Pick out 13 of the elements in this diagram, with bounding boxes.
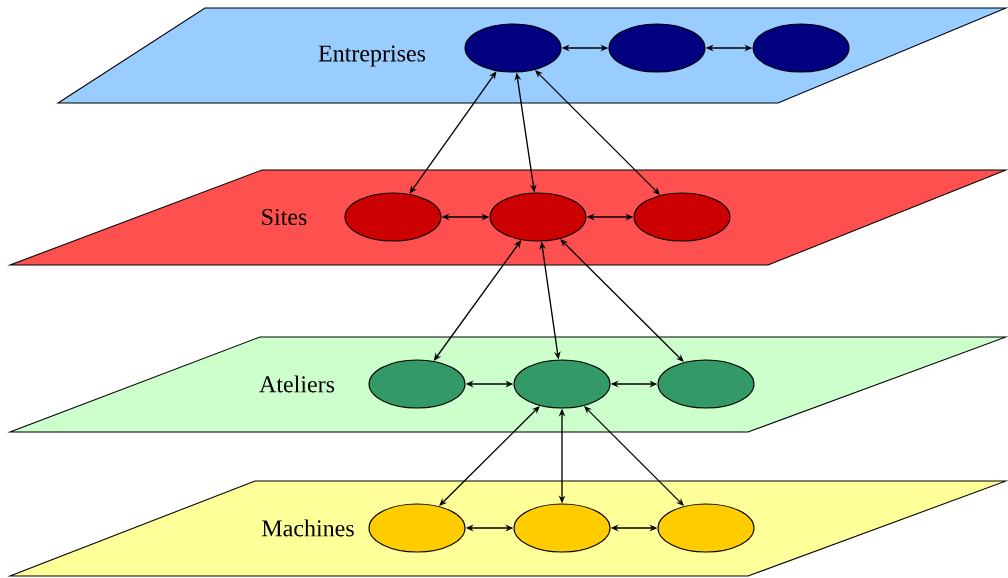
ellipse bbox=[464, 23, 562, 73]
ellipse bbox=[513, 503, 611, 553]
ellipse bbox=[368, 359, 466, 409]
ellipse bbox=[513, 359, 611, 409]
ellipse bbox=[344, 192, 442, 242]
ellipse bbox=[657, 359, 755, 409]
arrow bbox=[409, 71, 497, 194]
ellipse bbox=[489, 192, 587, 242]
ellipse bbox=[633, 192, 731, 242]
ellipse bbox=[368, 503, 466, 553]
ellipse bbox=[657, 503, 755, 553]
ellipse bbox=[752, 23, 850, 73]
ellipse bbox=[608, 23, 706, 73]
